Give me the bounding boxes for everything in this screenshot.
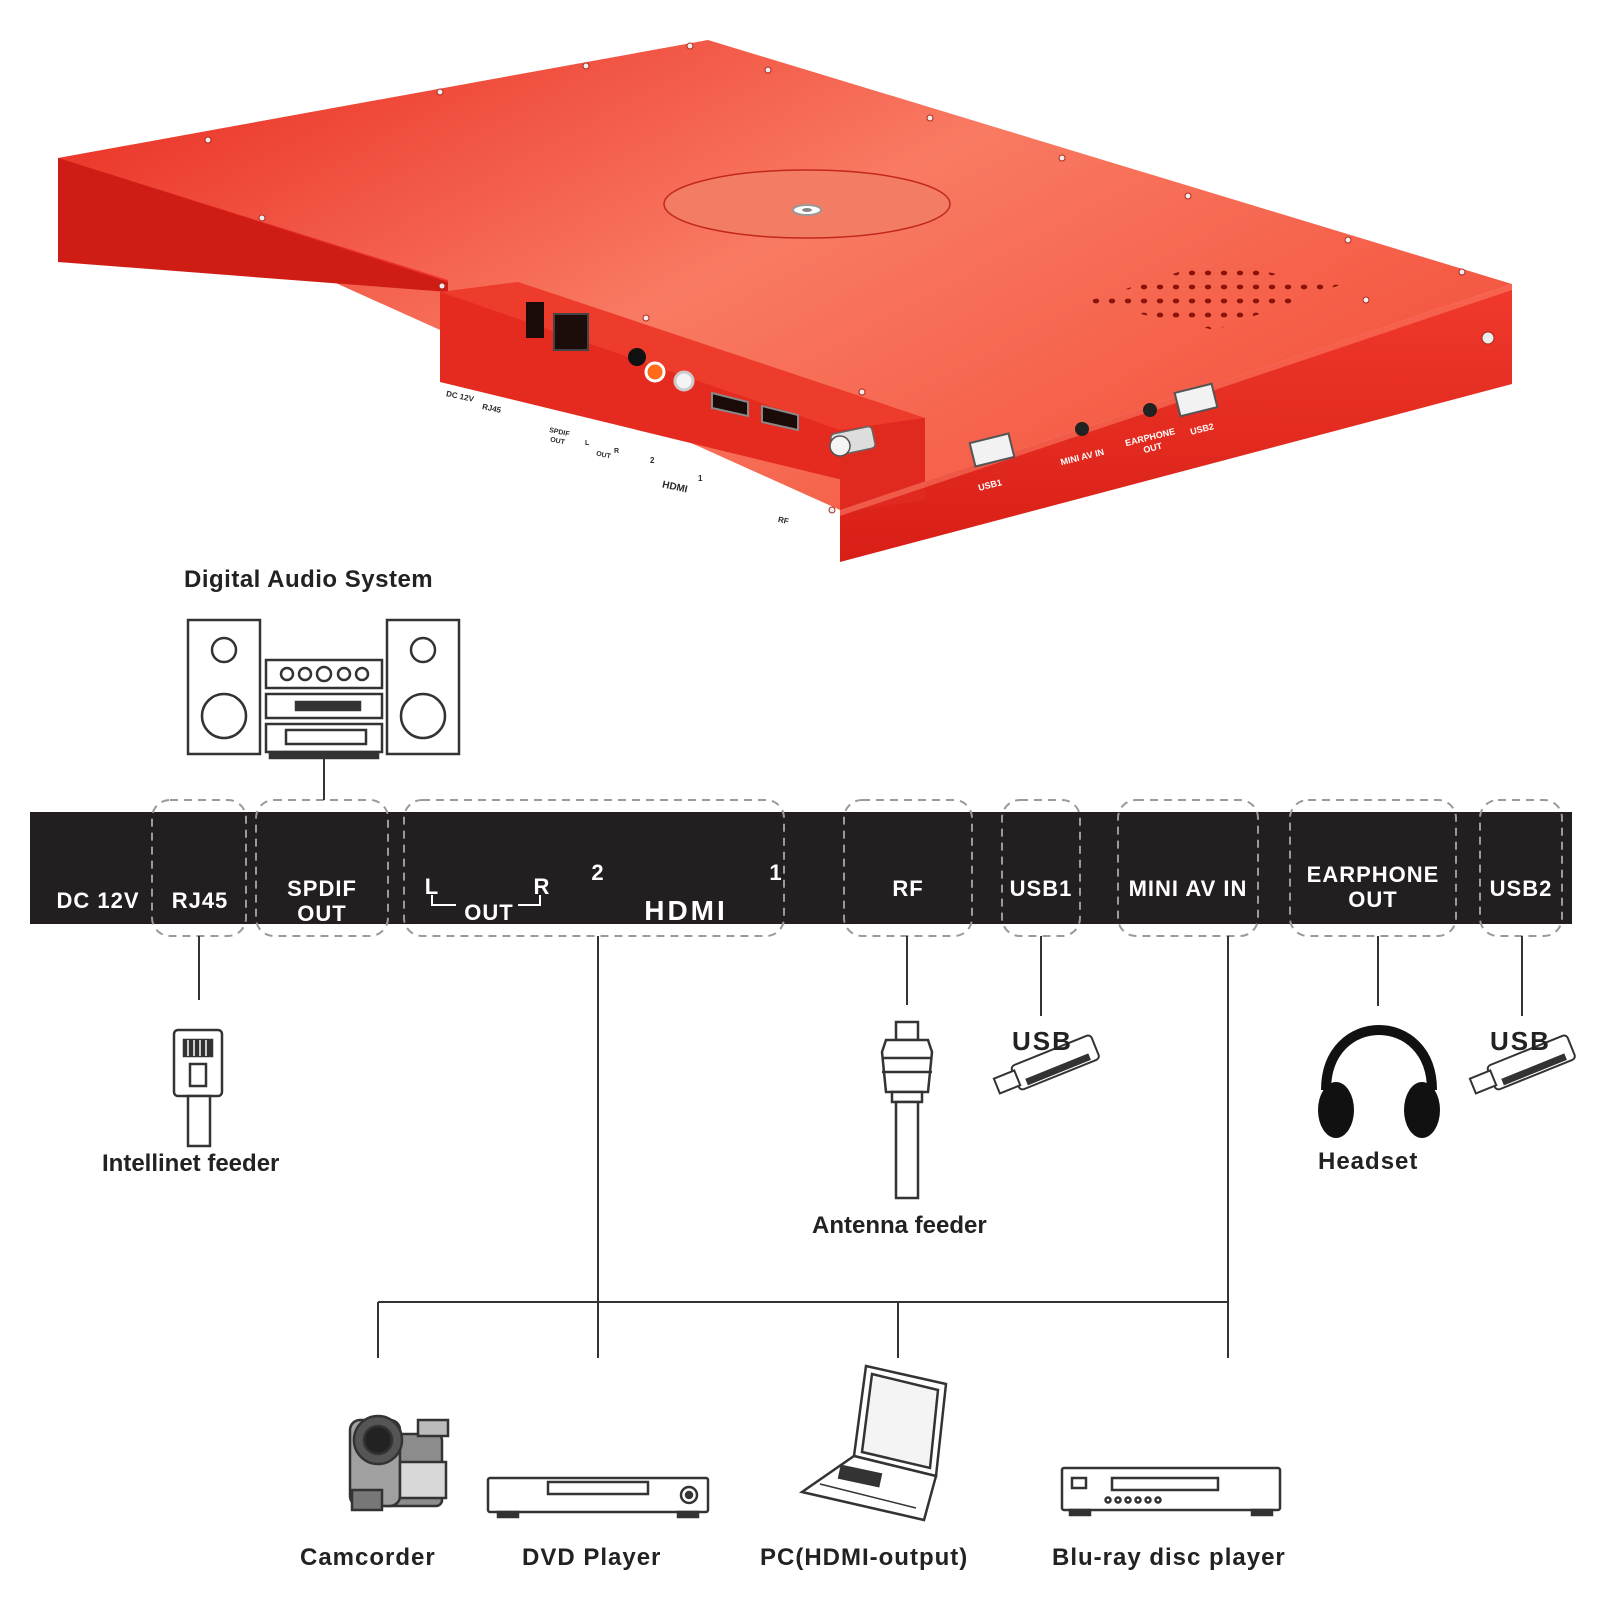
laptop-icon <box>798 1364 948 1522</box>
device-top-surface <box>58 40 1512 510</box>
headset-icon <box>1318 1025 1440 1138</box>
label-headset: Headset <box>1318 1148 1419 1175</box>
box-audio-hdmi <box>403 799 785 937</box>
panel-label-r: R <box>533 874 551 899</box>
device-dc-jack <box>526 302 544 338</box>
device-spdif-port <box>628 348 646 366</box>
device-usb2-port <box>1173 382 1219 418</box>
usb-stick-2-icon <box>1468 1034 1576 1095</box>
usb-stick-1-icon <box>992 1034 1100 1095</box>
device-rf-connector <box>829 425 876 457</box>
device-front-side <box>840 284 1512 562</box>
device-illustration <box>58 40 1512 562</box>
label-bluray-player: Blu-ray disc player <box>1052 1544 1286 1571</box>
panel-label-rf: RF <box>892 876 924 901</box>
device-label-hdmi-2: 2 <box>650 456 655 465</box>
antenna-connector-icon <box>880 1020 934 1200</box>
device-usb1-port <box>968 432 1016 468</box>
box-usb1 <box>1001 799 1081 937</box>
panel-label-mini-av-in: MINI AV IN <box>1128 876 1248 901</box>
box-mini-av <box>1117 799 1259 937</box>
label-pc-hdmi-output: PC(HDMI-output) <box>760 1544 969 1571</box>
bluray-player-icon <box>1060 1466 1282 1517</box>
device-earphone-port <box>1143 403 1157 417</box>
panel-label-spdif: SPDIF OUT <box>256 876 388 926</box>
device-label-r: R <box>614 448 620 455</box>
label-usb-2: USB <box>1490 1026 1551 1056</box>
device-rca-r <box>673 370 695 392</box>
label-usb-1: USB <box>1012 1026 1073 1056</box>
device-rj45-jack <box>553 313 589 351</box>
panel-label-spdif-1: SPDIF <box>287 876 357 901</box>
port-panel-bar <box>30 812 1572 924</box>
device-label-hdmi-1: 1 <box>698 474 703 483</box>
camcorder-icon <box>348 1414 450 1512</box>
panel-label-rj45: RJ45 <box>171 888 229 913</box>
digital-audio-system-icon <box>186 618 461 760</box>
panel-label-usb1: USB1 <box>1009 876 1073 901</box>
panel-label-earphone-1: EARPHONE <box>1306 862 1440 887</box>
dvd-player-icon <box>486 1476 710 1519</box>
label-camcorder: Camcorder <box>300 1544 436 1571</box>
rj45-plug-icon <box>172 1028 224 1148</box>
panel-label-l: L <box>424 874 440 899</box>
panel-label-dc12v: DC 12V <box>56 888 140 913</box>
speaker-grille <box>1085 262 1340 330</box>
box-spdif <box>255 799 389 937</box>
device-label-l: L <box>585 440 590 447</box>
device-mini-av-port <box>1075 422 1089 436</box>
panel-label-hdmi-logo: HDMI <box>644 895 728 926</box>
panel-label-usb2: USB2 <box>1489 876 1553 901</box>
device-hdmi-2 <box>711 391 749 418</box>
label-intellinet-feeder: Intellinet feeder <box>102 1150 280 1177</box>
panel-label-earphone: EARPHONE OUT <box>1290 862 1456 912</box>
label-dvd-player: DVD Player <box>522 1544 662 1571</box>
label-antenna-feeder: Antenna feeder <box>812 1212 987 1239</box>
panel-label-hdmi-1: 1 <box>769 860 783 885</box>
box-earphone <box>1289 799 1457 937</box>
panel-label-hdmi-2: 2 <box>591 860 605 885</box>
label-digital-audio-system: Digital Audio System <box>184 566 434 593</box>
panel-label-spdif-2: OUT <box>297 901 347 926</box>
device-hdmi-1 <box>761 404 799 432</box>
lr-out-bracket <box>431 895 541 906</box>
panel-label-lr-out: OUT <box>464 900 514 925</box>
device-rca-l <box>644 361 666 383</box>
panel-label-earphone-2: OUT <box>1348 887 1398 912</box>
